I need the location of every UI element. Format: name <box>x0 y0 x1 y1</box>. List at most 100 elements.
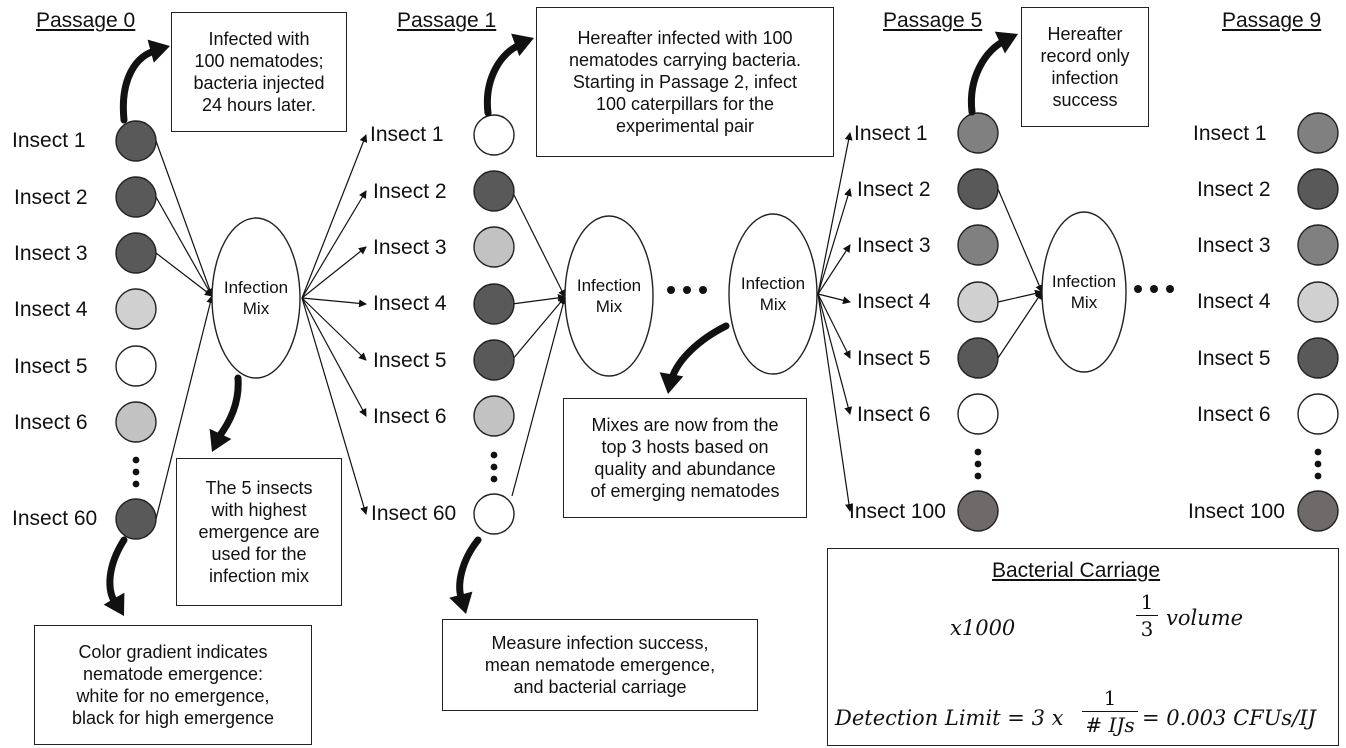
insect-label: Insect 1 <box>854 122 928 145</box>
ellipsis-dot <box>490 463 498 471</box>
detection-limit-rhs: = 0.003 CFUs/IJ <box>1142 706 1316 730</box>
arrows-layer <box>155 132 1043 520</box>
mix-ellipse <box>564 215 654 377</box>
flow-arrow <box>301 297 367 417</box>
insect-circle <box>957 490 999 532</box>
flow-arrow <box>997 289 1043 303</box>
insect-label: Insect 6 <box>14 411 88 434</box>
volume-numerator: 1 <box>1140 590 1154 614</box>
insect-circle <box>115 401 157 443</box>
ellipsis-dot <box>490 475 498 483</box>
note-top5: The 5 insects with highest emergence are… <box>176 458 342 606</box>
infection-mix-label: Infection Mix <box>1051 272 1117 312</box>
insect-label: Insect 5 <box>14 355 88 378</box>
insect-label: Insect 6 <box>1197 403 1271 426</box>
insect-label: Insect 1 <box>12 129 86 152</box>
insect-circle <box>957 281 999 323</box>
insect-circles <box>115 112 1339 540</box>
passage-0-title: Passage 0 <box>36 9 136 32</box>
insect-label: Insect 4 <box>373 292 447 315</box>
flow-arrow <box>301 297 368 515</box>
insect-label: Insect 2 <box>14 186 88 209</box>
flow-arrow <box>511 296 568 497</box>
insect-circle <box>473 170 515 212</box>
insect-circle <box>957 337 999 379</box>
ellipsis-dot <box>1134 285 1142 293</box>
insect-label: Insect 3 <box>857 234 931 257</box>
flow-arrow <box>511 190 566 298</box>
insect-circle <box>1297 168 1339 210</box>
callout-arrowhead <box>103 592 125 616</box>
ellipsis-dot <box>683 286 691 294</box>
ellipsis-dot <box>1150 285 1158 293</box>
callout-arrowhead <box>147 39 170 63</box>
insect-circle <box>473 395 515 437</box>
ellipsis-dots <box>132 285 1322 488</box>
infection-mix-label: Infection Mix <box>576 276 642 316</box>
callout-arrowhead <box>994 31 1018 54</box>
mix-ellipse <box>728 213 818 375</box>
callout-arrow <box>214 374 242 442</box>
flow-arrow <box>301 297 367 361</box>
note-hereafter-100: Hereafter infected with 100 nematodes ca… <box>536 7 834 157</box>
callout-arrow <box>668 322 730 382</box>
insect-label: Insect 100 <box>1188 500 1285 523</box>
callout-arrow <box>456 536 482 604</box>
insect-label: Insect 2 <box>373 180 447 203</box>
note-top3: Mixes are now from the top 3 hosts based… <box>563 398 807 518</box>
fraction-bar <box>1136 615 1158 616</box>
insect-label: Insect 3 <box>373 236 447 259</box>
flow-arrow <box>511 293 566 305</box>
insect-circle <box>1297 224 1339 266</box>
passage-1-title: Passage 1 <box>397 9 497 32</box>
flow-arrow <box>301 190 367 299</box>
insect-label: Insect 6 <box>857 403 931 426</box>
ellipsis-dot <box>974 460 982 468</box>
insect-label: Insect 4 <box>14 298 88 321</box>
ellipsis-dot <box>1314 448 1322 456</box>
insect-circle <box>115 288 157 330</box>
insect-label: Insect 60 <box>371 502 457 525</box>
mix-ellipse <box>1041 211 1127 373</box>
ellipsis-dot <box>974 448 982 456</box>
insect-label: Insect 60 <box>12 507 98 530</box>
detection-limit-lhs: Detection Limit = 3 x <box>835 706 1064 730</box>
insect-label: Insect 100 <box>849 500 946 523</box>
insect-circle <box>115 498 157 540</box>
callout-arrowhead <box>209 428 232 452</box>
insect-circle <box>1297 490 1339 532</box>
multiplier-text: x1000 <box>950 616 1016 640</box>
insect-label: Insect 1 <box>1193 122 1267 145</box>
ellipsis-dot <box>699 286 707 294</box>
insect-label: Insect 6 <box>373 405 447 428</box>
callout-arrowhead <box>449 591 473 614</box>
infection-mix-label: Infection Mix <box>740 274 806 314</box>
insect-label: Insect 1 <box>370 123 444 146</box>
flow-arrow <box>155 140 214 297</box>
flow-arrow <box>997 291 1043 359</box>
insect-label: Insect 5 <box>373 349 447 372</box>
ellipsis-dot <box>132 468 140 476</box>
fraction-bar <box>1082 711 1138 712</box>
insect-label: Insect 2 <box>1197 178 1271 201</box>
flow-arrow <box>817 293 853 512</box>
flow-arrow <box>817 188 852 295</box>
ellipsis-dot <box>974 472 982 480</box>
insect-circle <box>957 393 999 435</box>
ellipsis-dot <box>1314 472 1322 480</box>
flow-arrow <box>301 297 367 308</box>
insect-circle <box>1297 281 1339 323</box>
passage-5-title: Passage 5 <box>883 9 983 32</box>
insect-circle <box>1297 112 1339 154</box>
ellipsis-dot <box>667 286 675 294</box>
detection-denominator: # IJs <box>1085 713 1135 737</box>
insect-circle <box>115 232 157 274</box>
ellipsis-dot <box>132 456 140 464</box>
insect-circle <box>473 283 515 325</box>
flow-arrow <box>817 244 851 295</box>
callout-arrowhead <box>511 33 534 57</box>
insect-circle <box>115 176 157 218</box>
infection-mix-label: Infection Mix <box>223 278 289 318</box>
callout-arrowhead <box>659 372 684 394</box>
flow-arrow <box>301 246 367 299</box>
